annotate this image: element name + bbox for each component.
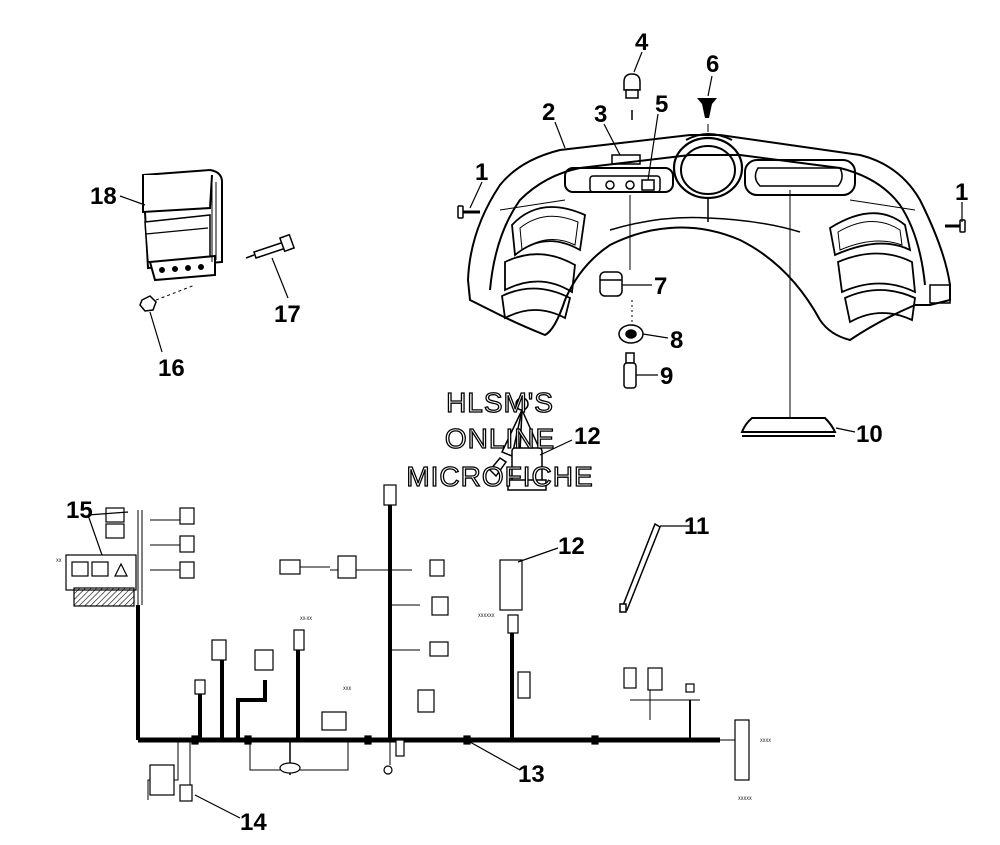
- svg-text:XX: XX: [56, 558, 62, 563]
- leader-lines: [87, 51, 963, 819]
- fuse-box: [65, 554, 137, 607]
- push-rivet: [697, 98, 717, 118]
- callout-6: 6: [706, 51, 719, 78]
- callout-numbers: 1 1 2 3 4 5 6 7 8 9 10 11 12 12 13 14 15…: [66, 29, 968, 836]
- watermark-line-2: ONLINE: [445, 423, 555, 454]
- callout-17: 17: [274, 301, 301, 328]
- callout-1-left: 1: [475, 159, 488, 186]
- bezel-nut: [618, 324, 644, 344]
- callout-2: 2: [542, 99, 555, 126]
- harness-labels: XX XX-XX XXX XXXXXX XXXX XXXXX: [56, 558, 771, 801]
- svg-text:XXXX: XXXX: [760, 738, 771, 743]
- callout-8: 8: [670, 327, 683, 354]
- callout-5: 5: [655, 91, 668, 118]
- callout-13: 13: [518, 761, 545, 788]
- callout-9: 9: [660, 363, 673, 390]
- svg-text:XXXXXX: XXXXXX: [478, 613, 495, 618]
- wiring-harness: [136, 505, 735, 800]
- watermark: HLSM'S ONLINE MICROFICHE: [406, 386, 594, 492]
- callout-18: 18: [90, 183, 117, 210]
- watermark-line-3: MICROFICHE: [406, 461, 593, 492]
- svg-text:XX-XX: XX-XX: [300, 616, 312, 621]
- callout-11: 11: [684, 513, 709, 540]
- callout-7: 7: [654, 273, 667, 300]
- switch-plug: [623, 352, 637, 389]
- callout-15: 15: [66, 497, 93, 524]
- screw-left: [457, 205, 480, 219]
- callout-1-right: 1: [955, 179, 968, 206]
- watermark-line-1: HLSM'S: [446, 387, 554, 418]
- callout-12-lower: 12: [558, 533, 585, 560]
- callout-12-upper: 12: [574, 423, 601, 450]
- mounting-bolt: [245, 233, 296, 259]
- relay-connector-detail: [488, 397, 547, 491]
- svg-text:XXX: XXX: [343, 686, 351, 691]
- glove-box-lid: [740, 417, 837, 437]
- callout-3: 3: [594, 101, 607, 128]
- callout-4: 4: [635, 29, 649, 56]
- callout-16: 16: [158, 355, 185, 382]
- harness-connectors: [105, 484, 750, 802]
- nut: [139, 284, 196, 312]
- ecu-module: [141, 168, 223, 282]
- svg-text:XXXXX: XXXXX: [738, 796, 752, 801]
- indicator-lamp: [623, 73, 641, 120]
- cable-tie: [619, 522, 661, 613]
- knob: [599, 271, 623, 297]
- callout-10: 10: [856, 421, 883, 448]
- dash-panel: [466, 133, 951, 342]
- callout-14: 14: [240, 809, 267, 836]
